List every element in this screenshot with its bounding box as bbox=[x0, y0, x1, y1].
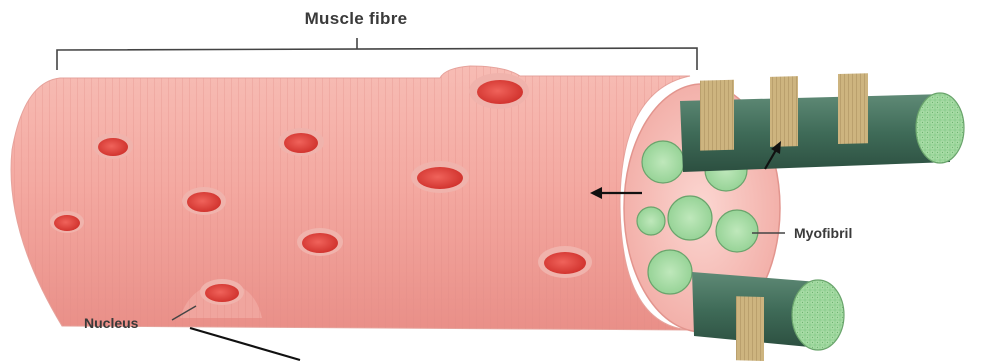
nucleus-2 bbox=[93, 133, 133, 159]
myofibril-strand-upper bbox=[680, 73, 964, 172]
myofibril-strand-lower bbox=[692, 272, 844, 361]
nucleus-label: Nucleus bbox=[84, 315, 139, 331]
nucleus-9 bbox=[200, 279, 244, 305]
annotation-line bbox=[190, 328, 300, 360]
muscle-fibre-bracket bbox=[57, 38, 697, 70]
nucleus-5 bbox=[182, 187, 226, 215]
nucleus-6 bbox=[50, 211, 84, 233]
muscle-fibre-body bbox=[11, 66, 690, 330]
nucleus-7 bbox=[297, 228, 343, 256]
myofibril-label: Myofibril bbox=[794, 225, 852, 241]
nucleus-1 bbox=[469, 73, 529, 109]
nucleus-4 bbox=[411, 161, 469, 193]
nucleus-8 bbox=[538, 246, 592, 278]
nucleus-3 bbox=[278, 128, 324, 156]
muscle-fibre-label: Muscle fibre bbox=[305, 9, 408, 28]
